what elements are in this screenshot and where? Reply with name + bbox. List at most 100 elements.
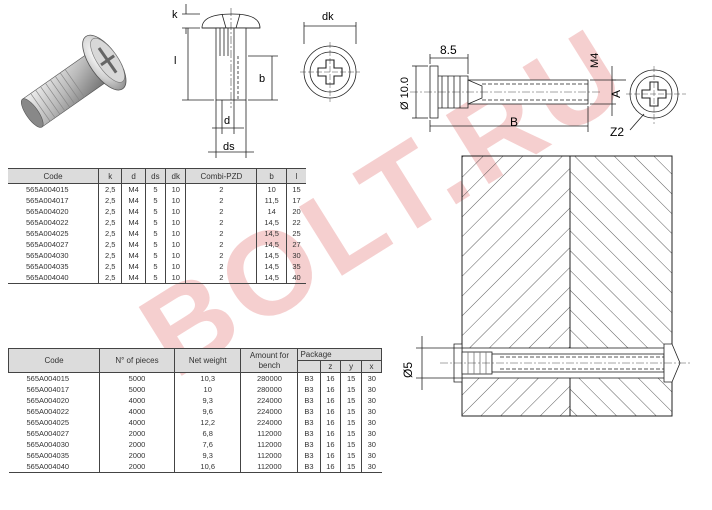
- table-cell: 10: [165, 183, 186, 195]
- table-cell: 5: [144, 261, 166, 272]
- table-cell: 5: [144, 195, 166, 206]
- table-cell: 25: [286, 228, 306, 239]
- table-cell: 224000: [240, 417, 298, 428]
- table-cell: 565A004017: [26, 196, 69, 205]
- table-cell: 15: [340, 395, 362, 406]
- table-cell: 565A004025: [26, 418, 70, 427]
- table-cell: 15: [340, 439, 362, 450]
- table-cell: 112000: [240, 439, 298, 450]
- label-b: b: [259, 73, 265, 85]
- table-cell: 5: [144, 250, 166, 261]
- label-8-5: 8.5: [440, 43, 457, 57]
- table-cell: 565A004017: [26, 385, 70, 394]
- table-cell: 565A004035: [26, 451, 70, 460]
- table-cell: 12,2: [173, 417, 241, 428]
- table-cell: M4: [121, 228, 146, 239]
- table-cell: 280000: [240, 384, 298, 395]
- table-cell: 22: [286, 217, 306, 228]
- col-y: y: [340, 360, 362, 373]
- col-ds: ds: [144, 168, 166, 184]
- table-cell: 16: [319, 461, 341, 473]
- col-package-type: [297, 360, 321, 373]
- table-cell: 565A004040: [8, 461, 100, 473]
- table-cell: 30: [360, 439, 382, 450]
- table-cell: 9,3: [173, 450, 241, 461]
- table-cell: 565A004020: [26, 207, 69, 216]
- packaging-table-header: Code N° of pieces Net weight Amount for …: [8, 348, 382, 373]
- table-cell: B3: [297, 406, 321, 417]
- table-cell: 2,5: [97, 261, 122, 272]
- table-cell: 15: [340, 428, 362, 439]
- col-b: b: [256, 168, 287, 184]
- table-cell: 15: [340, 406, 362, 417]
- table-cell: M4: [121, 206, 146, 217]
- label-k: k: [172, 9, 178, 21]
- table-cell: B3: [297, 439, 321, 450]
- table-cell: 30: [286, 250, 306, 261]
- table-cell: 280000: [240, 372, 298, 384]
- table-cell: 224000: [240, 406, 298, 417]
- table-cell: 27: [286, 239, 306, 250]
- label-b-cap: B: [510, 115, 518, 129]
- table-cell: 224000: [240, 395, 298, 406]
- col-code: Code: [8, 348, 100, 373]
- dimension-drawing: 8.5 Ø 10.0 M4 A B Z2: [399, 43, 686, 139]
- label-dia-10: Ø 10.0: [399, 77, 411, 110]
- table-cell: 16: [319, 417, 341, 428]
- col-code: Code: [8, 168, 99, 184]
- table-cell: 565A004015: [26, 185, 69, 194]
- table-cell: 5: [144, 206, 166, 217]
- label-a: A: [609, 90, 623, 98]
- table-cell: 10,3: [173, 372, 241, 384]
- table-cell: 2000: [99, 461, 175, 473]
- table-cell: 10: [165, 250, 186, 261]
- table-cell: 2: [185, 228, 257, 239]
- table-cell: 5: [144, 217, 166, 228]
- table-cell: 2000: [99, 439, 175, 450]
- table-cell: 30: [360, 428, 382, 439]
- table-cell: 2: [185, 217, 257, 228]
- table-cell: 16: [319, 439, 341, 450]
- table-cell: 14,5: [256, 239, 287, 250]
- table-cell: 565A004022: [26, 218, 69, 227]
- table-cell: M4: [121, 195, 146, 206]
- table-cell: 2,5: [97, 239, 122, 250]
- table-cell: 16: [319, 372, 341, 384]
- table-cell: 10: [165, 206, 186, 217]
- table-cell: 2,5: [97, 195, 122, 206]
- table-cell: 5000: [99, 372, 175, 384]
- table-cell: 30: [360, 417, 382, 428]
- table-cell: B3: [297, 428, 321, 439]
- table-cell: 5: [144, 228, 166, 239]
- table-cell: 16: [319, 450, 341, 461]
- table-cell: 15: [340, 417, 362, 428]
- table-cell: 565A004035: [26, 262, 69, 271]
- table-cell: 565A004040: [8, 272, 99, 284]
- top-view-drawing: dk: [300, 11, 360, 102]
- side-view-drawing: k l b d ds: [172, 4, 278, 158]
- table-cell: 9,6: [173, 406, 241, 417]
- col-dk: dk: [165, 168, 186, 184]
- col-k: k: [97, 168, 122, 184]
- table-cell: 2,5: [97, 183, 122, 195]
- table-cell: 30: [360, 461, 382, 473]
- table-cell: M4: [121, 272, 146, 284]
- table-cell: 40: [286, 272, 306, 284]
- table-cell: 112000: [240, 428, 298, 439]
- col-d: d: [121, 168, 146, 184]
- table-cell: 16: [319, 428, 341, 439]
- table-cell: 2: [185, 183, 257, 195]
- table-cell: M4: [121, 217, 146, 228]
- table-cell: 6,8: [173, 428, 241, 439]
- table-cell: 4000: [99, 395, 175, 406]
